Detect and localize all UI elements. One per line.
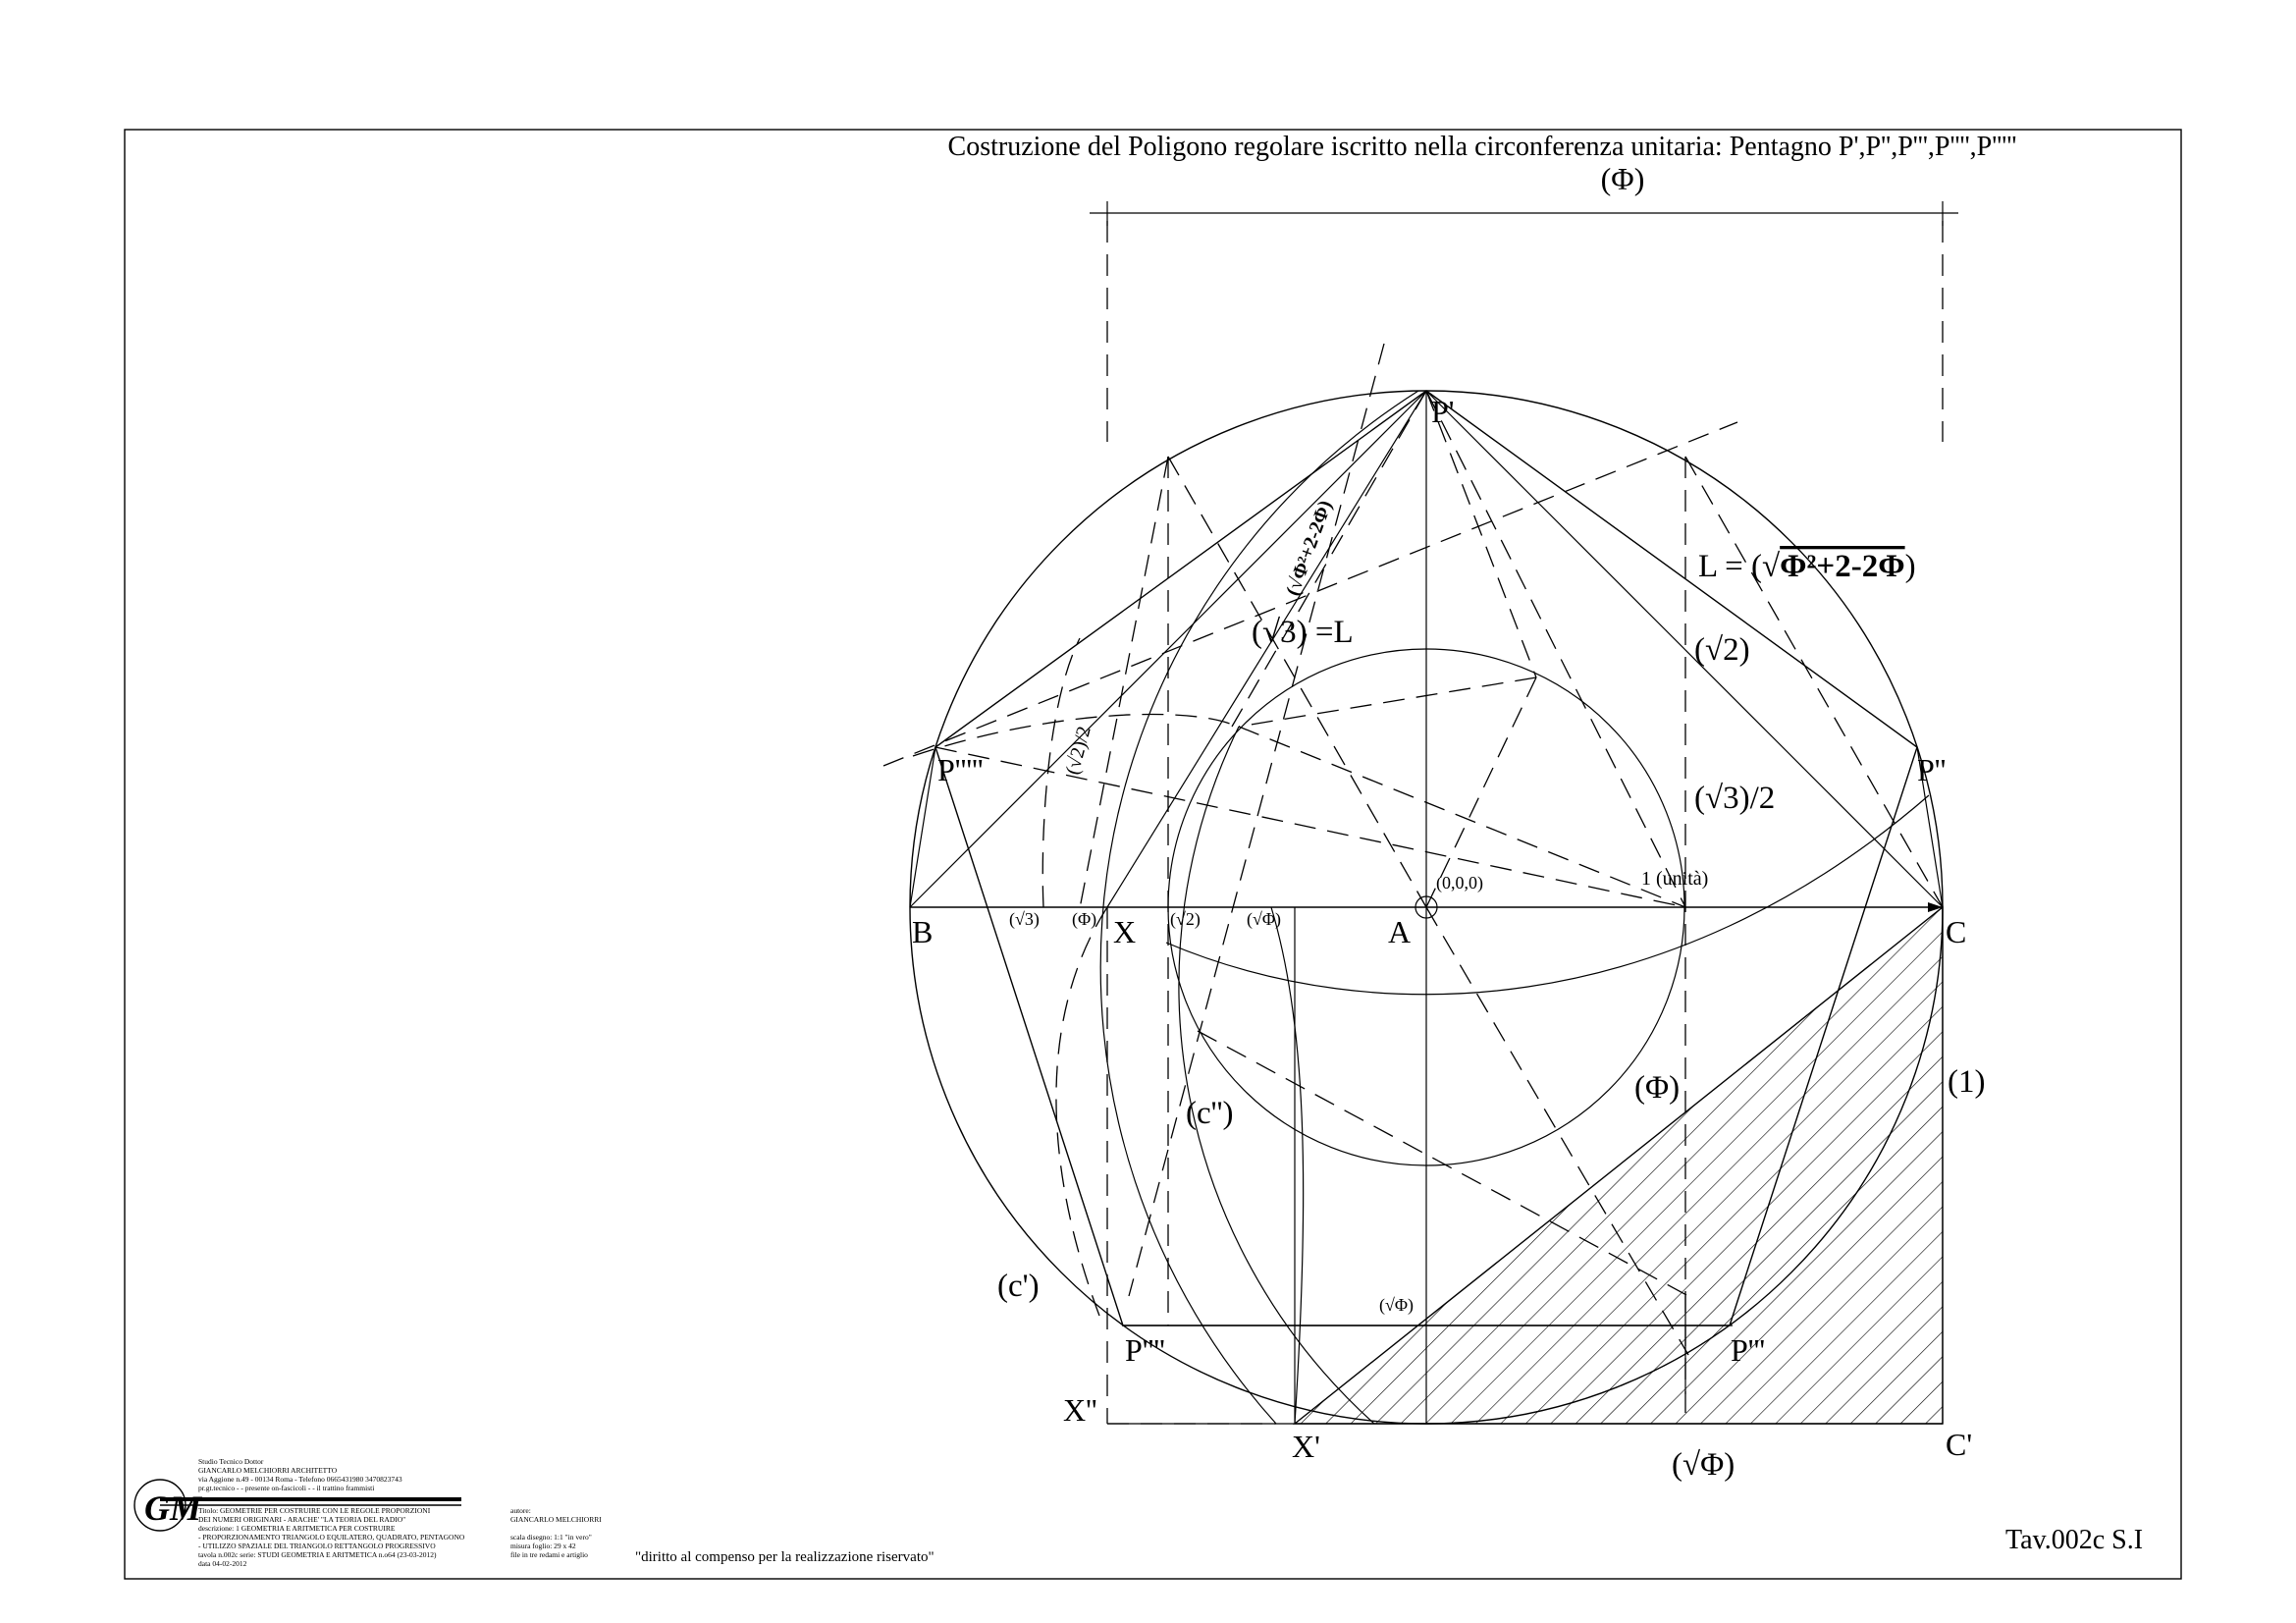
top-dimension [1090,201,1958,442]
sqrt2-label: (√2) [1694,632,1750,668]
rotated-formula: (√Φ²+2-2Φ) [1282,498,1336,599]
studio-line: GIANCARLO MELCHIORRI ARCHITETTO [198,1466,338,1475]
desc-line: data 04-02-2012 [198,1559,247,1568]
drawing-title: Costruzione del Poligono regolare iscrit… [948,132,2017,162]
axis-sqrtphi-label: (√Φ) [1247,909,1281,930]
arc-c-second [1178,726,1375,1425]
point-p3: P''' [1731,1332,1765,1368]
point-x-prime: X' [1292,1429,1320,1464]
desc-line: - PROPORZIONAMENTO TRIANGOLO EQUILATERO,… [198,1533,465,1542]
desc-line: DEI NUMERI ORIGINARI - ARACHE' "LA TEORI… [198,1515,405,1524]
c-second-label: (c'') [1186,1096,1234,1131]
origin-label: (0,0,0) [1436,873,1483,893]
author-line: misura foglio: 29 x 42 [510,1542,576,1550]
phi-top-label: (Φ) [1601,161,1645,196]
point-p2: P'' [1917,752,1946,787]
one-label: (1) [1948,1064,1985,1100]
construction-lines [882,343,1944,1394]
sheet-border [124,129,2182,1580]
studio-line: via Aggione n.49 - 00134 Roma - Telefono… [198,1475,402,1484]
c-first-label: (c') [997,1269,1040,1304]
sqrt3-l-label: (√3) =L [1252,615,1354,650]
phi-arc-label: (Φ) [1634,1070,1680,1106]
point-x: X [1113,914,1136,949]
arc-sqrt2-dashed [1041,637,1081,908]
author-line: scala disegno: 1:1 "in vero" [510,1533,592,1542]
author-line: file in tre redami e artiglio [510,1550,588,1559]
sqrt3-half-label: (√3)/2 [1694,781,1775,816]
axis-sqrt2-label: (√2) [1170,909,1201,930]
desc-line: Titolo: GEOMETRIE PER COSTRUIRE CON LE R… [198,1506,431,1515]
point-x-dprime: X'' [1063,1392,1097,1428]
point-b: B [912,914,933,949]
author-line: GIANCARLO MELCHIORRI [510,1515,602,1524]
axis-phi-label: (Φ) [1072,909,1096,930]
studio-line: pr.gt.tecnico - - presente on-fascicoli … [198,1484,374,1492]
point-c: C [1946,914,1966,949]
l-formula: L = (√Φ²+2-2Φ) [1698,549,1916,584]
arc-phi [1165,794,1930,996]
point-p5: P''''' [937,752,984,787]
desc-line: - UTILIZZO SPAZIALE DEL TRIANGOLO RETTAN… [198,1542,436,1550]
title-block: GM Studio Tecnico Dottor GIANCARLO MELCH… [133,1457,602,1568]
point-c-prime: C' [1946,1427,1972,1462]
logo-letters: GM [144,1488,203,1528]
sqrtphi-small-label: (√Φ) [1379,1295,1414,1316]
point-p1: P' [1431,394,1455,429]
unit-label: 1 (unità) [1641,868,1708,890]
axis-sqrt3-label: (√3) [1009,909,1040,930]
desc-line: tavola n.002c serie: STUDI GEOMETRIA E A… [198,1550,437,1559]
desc-line: descrizione: 1 GEOMETRIA E ARITMETICA PE… [198,1524,396,1533]
pentagon [934,390,1918,1326]
sqrt2-half-label: (√2)/2 [1062,724,1095,777]
arc-horizontal-dashed [912,713,1238,757]
author-line: autore: [510,1506,531,1515]
arc-sqrt-phi [1270,906,1305,1425]
point-a: A [1388,914,1411,949]
table-number: Tav.002c S.I [2005,1525,2143,1555]
arc-sqrt3-dashed [1055,906,1108,1317]
hatched-triangle [1292,905,1944,1425]
arc-c-prime [1099,390,1419,1425]
origin-marker [1415,895,1438,919]
point-p4: P'''' [1125,1332,1165,1368]
sqrtphi-bottom-label: (√Φ) [1672,1447,1735,1483]
studio-line: Studio Tecnico Dottor [198,1457,264,1466]
rights-note: "diritto al compenso per la realizzazion… [635,1549,934,1565]
